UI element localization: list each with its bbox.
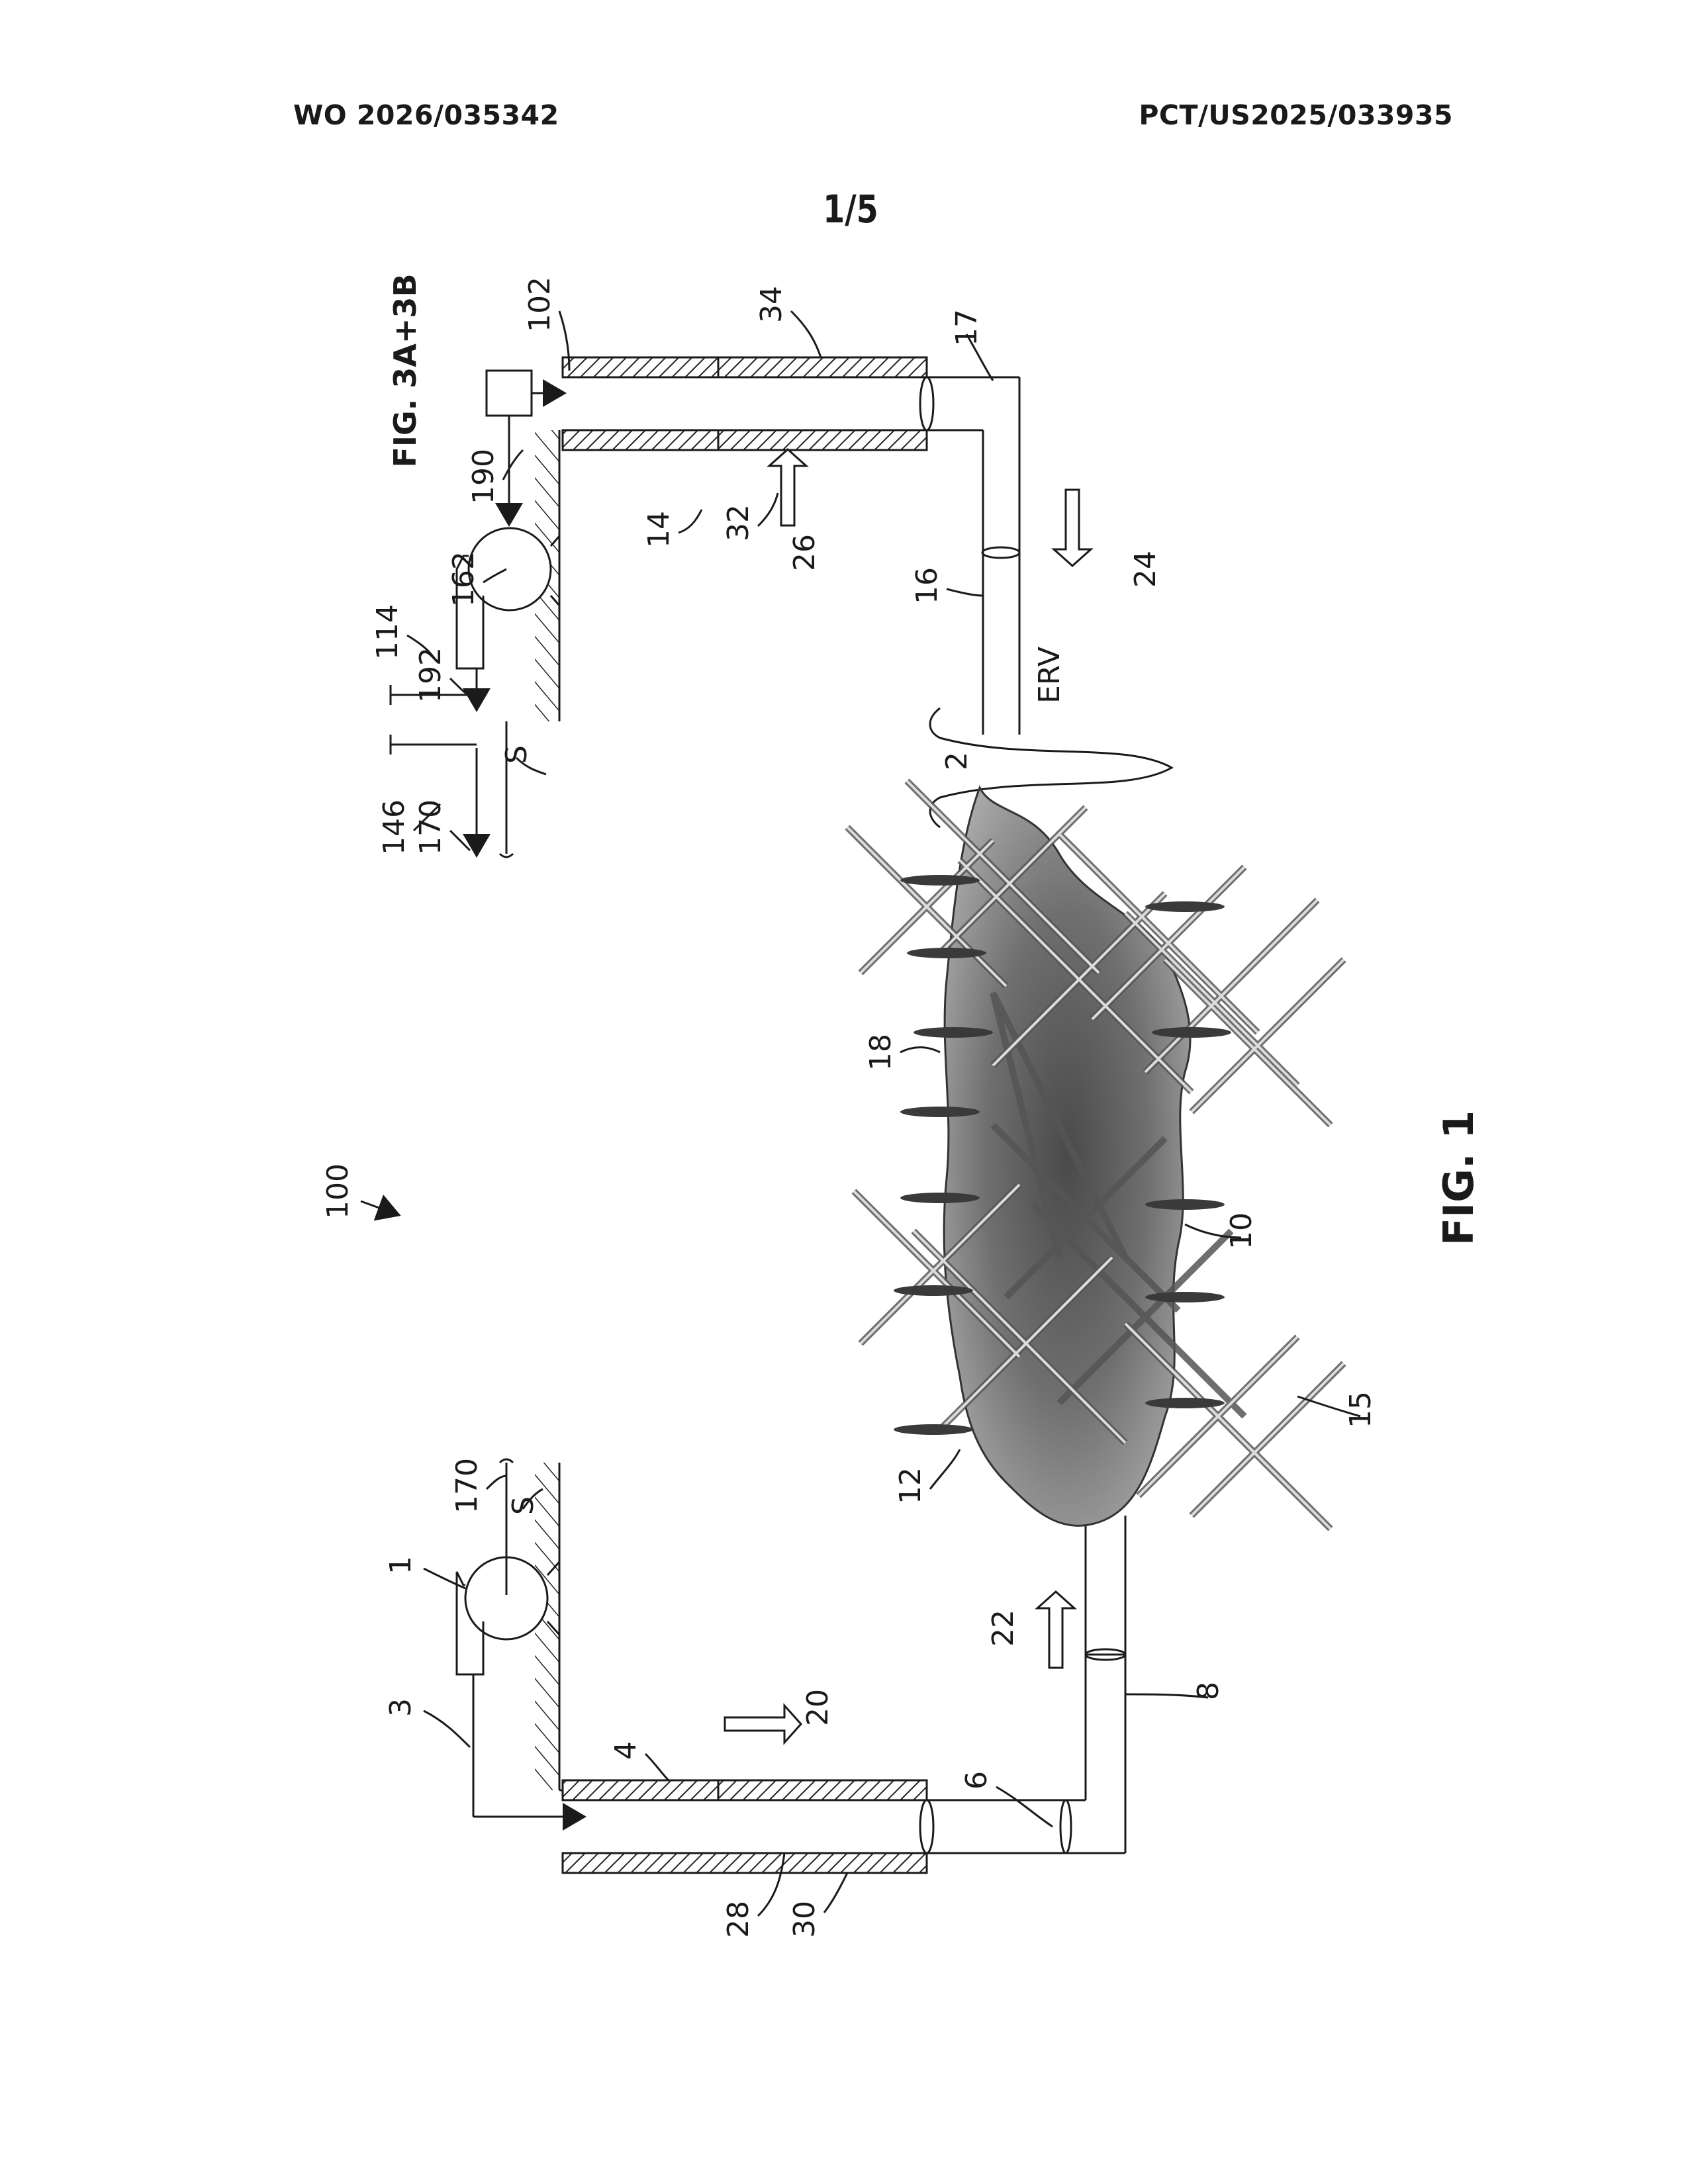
flow-arrow-22 <box>1037 1592 1074 1668</box>
label-28: 28 <box>722 1901 755 1938</box>
label-17: 17 <box>950 309 984 346</box>
label-22: 22 <box>986 1610 1020 1647</box>
label-170-right: 170 <box>414 799 447 855</box>
label-20: 20 <box>801 1689 835 1726</box>
label-s-left: S <box>506 1496 540 1515</box>
label-18: 18 <box>864 1034 898 1071</box>
label-10: 10 <box>1225 1212 1258 1250</box>
flow-arrow-24 <box>1054 490 1091 566</box>
label-14: 14 <box>642 511 676 548</box>
label-100: 100 <box>321 1163 355 1219</box>
label-114: 114 <box>371 604 404 660</box>
label-24: 24 <box>1129 551 1162 588</box>
label-190: 190 <box>467 449 500 504</box>
label-26: 26 <box>788 534 821 571</box>
label-170-left: 170 <box>450 1458 484 1514</box>
label-s-right: S <box>500 745 534 764</box>
left-pump <box>457 1557 583 1817</box>
label-34: 34 <box>755 286 788 323</box>
label-162: 162 <box>447 551 481 607</box>
label-15: 15 <box>1344 1391 1378 1428</box>
label-146: 146 <box>377 799 411 855</box>
label-erv: ERV <box>1033 647 1066 704</box>
reservoir-rock <box>944 788 1190 1525</box>
label-16: 16 <box>910 567 944 604</box>
figure-reference: FIG. 3A+3B <box>387 273 423 467</box>
label-4: 4 <box>609 1741 643 1760</box>
label-102: 102 <box>523 277 557 332</box>
flow-arrow-26 <box>769 449 806 525</box>
label-1: 1 <box>384 1556 418 1574</box>
label-32: 32 <box>722 504 755 541</box>
label-12: 12 <box>894 1467 927 1504</box>
label-2: 2 <box>940 752 974 770</box>
flow-arrow-20 <box>725 1706 801 1743</box>
label-6: 6 <box>960 1771 994 1790</box>
label-30: 30 <box>788 1901 821 1938</box>
label-192: 192 <box>414 647 447 703</box>
figure-title: FIG. 1 <box>1434 1111 1483 1246</box>
label-3: 3 <box>384 1698 418 1717</box>
